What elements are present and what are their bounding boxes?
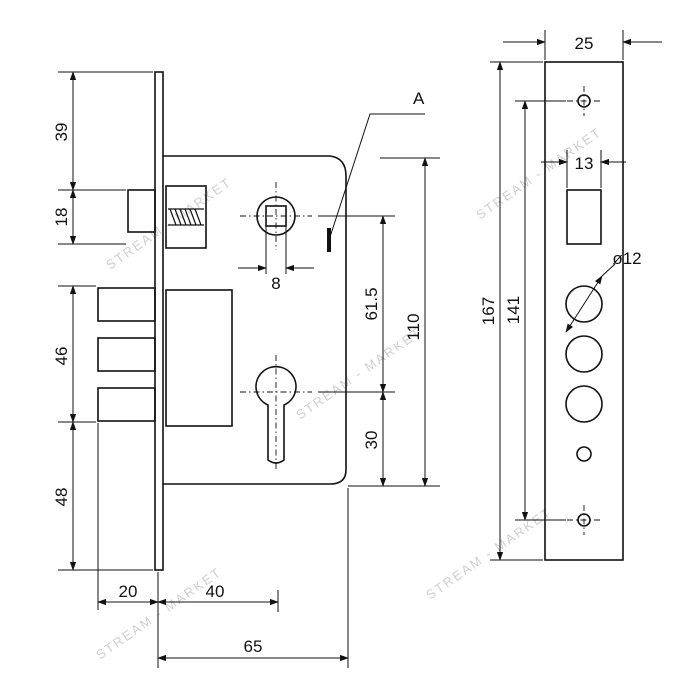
deadbolt-carrier bbox=[165, 289, 233, 427]
dim-backset: 61.5 bbox=[362, 287, 381, 320]
watermark-text: STREAM - MARKET bbox=[93, 564, 224, 662]
dim-bottom-to-deadbolt: 48 bbox=[52, 488, 71, 507]
deadbolt-hole-2 bbox=[565, 335, 603, 373]
latch-bolt-tip bbox=[127, 189, 156, 233]
dim-deadbolt-height: 46 bbox=[52, 347, 71, 366]
watermark-text: STREAM - MARKET bbox=[103, 174, 234, 272]
small-hole bbox=[576, 446, 592, 462]
diameter-leader bbox=[601, 263, 616, 277]
dim-body-depth-partial: 40 bbox=[206, 582, 225, 601]
dim-latch-window-width: 13 bbox=[575, 154, 594, 173]
side-view-dimensions: 39 18 46 48 8 61.5 30 110 bbox=[52, 71, 440, 668]
detail-a-label: A bbox=[413, 89, 425, 108]
dim-faceplate-width: 25 bbox=[575, 34, 594, 53]
cylinder-keyway bbox=[255, 365, 297, 464]
latch-spring-icon bbox=[168, 208, 204, 226]
dim-cylinder-offset: 30 bbox=[362, 431, 381, 450]
dim-spindle-square: 8 bbox=[271, 274, 280, 293]
dim-screw-hole-spacing: 141 bbox=[504, 296, 523, 324]
faceplate-outline bbox=[544, 61, 624, 561]
dim-body-depth-total: 65 bbox=[244, 637, 263, 656]
dim-line-diameter bbox=[565, 275, 603, 333]
deadbolt-2 bbox=[97, 337, 156, 372]
dim-top-to-latch: 39 bbox=[52, 123, 71, 142]
dim-case-height: 110 bbox=[404, 313, 423, 340]
front-plate bbox=[154, 71, 164, 571]
faceplate-dimensions: 25 13 ø12 167 141 bbox=[479, 30, 662, 561]
watermark-text: STREAM - MARKET bbox=[423, 504, 554, 602]
detail-a-leader bbox=[328, 113, 425, 241]
dim-faceplate-height: 167 bbox=[479, 297, 498, 325]
watermark-text: STREAM - MARKET bbox=[473, 124, 604, 222]
deadbolt-hole-3 bbox=[565, 385, 603, 423]
dim-deadbolt-throw: 20 bbox=[119, 582, 138, 601]
dim-cylinder-hole-diameter: ø12 bbox=[612, 249, 641, 268]
dim-latch-height: 18 bbox=[52, 208, 71, 227]
deadbolt-1 bbox=[97, 287, 156, 322]
latch-window bbox=[566, 189, 602, 245]
deadbolt-3 bbox=[97, 387, 156, 422]
watermark-group: STREAM - MARKET STREAM - MARKET STREAM -… bbox=[93, 124, 604, 662]
latch-bolt-body bbox=[165, 185, 207, 249]
lock-body-side-view: A bbox=[97, 71, 425, 571]
lock-case-outline bbox=[163, 155, 347, 485]
